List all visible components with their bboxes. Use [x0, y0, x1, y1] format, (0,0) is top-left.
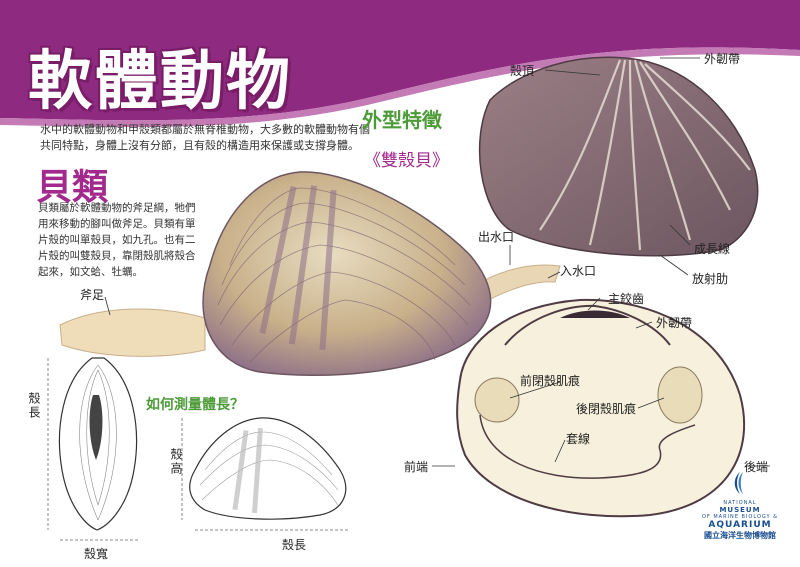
- outline-shell-side-view: [189, 417, 347, 520]
- bivalve-shell-top: [478, 56, 759, 257]
- subtitle-features: 外型特徵: [362, 108, 442, 132]
- label-posterior: 後端: [744, 460, 769, 474]
- anterior-adductor-scar: [474, 377, 520, 423]
- label-how-to-measure: 如何測量體長？: [146, 397, 244, 413]
- label-incurrent: 入水口: [560, 264, 597, 278]
- page-title: 軟體動物: [28, 45, 292, 119]
- subtitle-bivalve: 《雙殼貝》: [364, 151, 449, 171]
- logo-line-5: 國立海洋生物博物館: [704, 531, 776, 540]
- section-heading-shellfish: 貝類: [36, 167, 109, 208]
- header-banner: [0, 0, 800, 128]
- label-external-ligament-inner: 外韌帶: [656, 316, 693, 330]
- clam-siphon: [469, 264, 561, 306]
- pallial-line: [479, 414, 696, 479]
- label-anterior: 前端: [404, 460, 429, 474]
- logo-line-4: AQUARIUM: [708, 520, 772, 530]
- label-pallial-line: 套線: [566, 432, 591, 446]
- museum-logo: NATIONAL MUSEUM OF MARINE BIOLOGY & AQUA…: [690, 470, 790, 541]
- bivalve-inner-shell: [456, 298, 746, 518]
- logo-line-3: OF MARINE BIOLOGY &: [701, 514, 779, 520]
- label-main-tooth: 主鉸齒: [608, 292, 645, 306]
- label-foot: 斧足: [80, 288, 105, 302]
- logo-line-2: MUSEUM: [719, 506, 761, 514]
- intro-text: 水中的軟體動物和甲殼類都屬於無脊椎動物，大多數的軟體動物有個共同特點，身體上沒有…: [40, 123, 370, 152]
- label-radial-ribs: 放射肋: [692, 272, 729, 286]
- label-growth-lines: 成長線: [694, 242, 731, 256]
- label-umbo: 殼頂: [510, 64, 535, 78]
- label-external-ligament-top: 外韌帶: [704, 52, 741, 66]
- logo-line-1: NATIONAL: [723, 500, 757, 506]
- label-posterior-adductor: 後閉殼肌痕: [576, 402, 637, 416]
- label-shell-length-vertical: 殼長: [27, 392, 41, 420]
- shellfish-text: 貝類屬於軟體動物的斧足綱，牠們用來移動的腳叫做斧足。貝類有單片殼的叫單殼貝，如九…: [38, 202, 196, 278]
- clam-foot: [59, 308, 206, 357]
- label-shell-height: 殼高: [169, 448, 183, 476]
- posterior-adductor-scar: [657, 366, 703, 424]
- clam-shell: [202, 171, 492, 377]
- label-shell-width: 殼寬: [84, 547, 109, 561]
- label-shell-length: 殼長: [282, 538, 307, 552]
- wave-logo-icon: [734, 472, 743, 494]
- label-excurrent: 出水口: [478, 230, 515, 244]
- label-anterior-adductor: 前閉殼肌痕: [520, 374, 581, 388]
